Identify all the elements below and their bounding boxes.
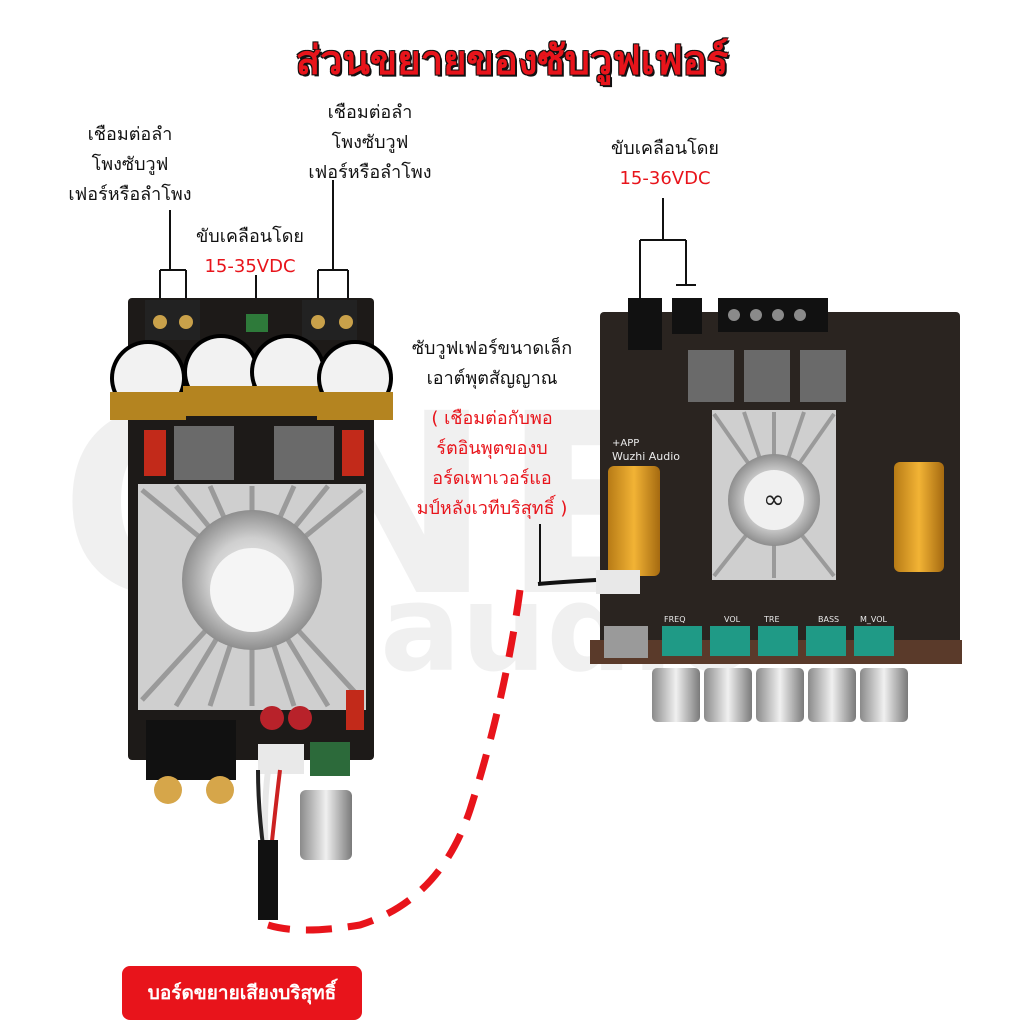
left-speaker-label-1-line: โพงซับวูฟ: [91, 154, 169, 175]
page-title: ส่วนขยายของซับวูฟเฟอร์: [295, 38, 729, 84]
knob-label-m-vol: M_VOL: [860, 615, 888, 624]
footer-badge: บอร์ดขยายเสียงบริสุทธิ์: [122, 966, 362, 1020]
left-power-voltage: 15-35VDC: [204, 256, 296, 277]
right-app-text: +APP: [612, 438, 639, 449]
knob-label-vol: VOL: [724, 615, 741, 624]
right-output-note-line: มป์หลังเวทีบริสุทธิ์ ): [416, 498, 568, 519]
subwoofer-output-wire: [537, 578, 597, 586]
right-output-text: เอาต์พุตสัญญาณ: [426, 368, 558, 389]
left-speaker-label-1-line: เฟอร์หรือลำโพง: [68, 184, 192, 205]
right-output-label: ซับวูฟเฟอร์ขนาดเล็ก เอาต์พุตสัญญาณ: [392, 334, 592, 394]
right-output-text: ซับวูฟเฟอร์ขนาดเล็ก: [411, 338, 573, 359]
svg-text:∞: ∞: [763, 485, 785, 515]
right-output-note-line: ร์ตอินพุตของบ: [436, 438, 548, 459]
right-callout-lines: [639, 198, 696, 300]
left-speaker-label-2-line: เชือมต่อลำ: [327, 102, 413, 123]
right-output-note-line: ( เชือมต่อกับพอ: [431, 408, 553, 429]
left-power-text: ขับเคลือนโดย: [196, 226, 304, 247]
left-amplifier-board: [110, 298, 393, 920]
left-speaker-label-1: เชือมต่อลำ โพงซับวูฟ เฟอร์หรือลำโพง: [40, 120, 220, 210]
knob-label-tre: TRE: [763, 615, 780, 624]
knob-label-freq: FREQ: [664, 615, 686, 624]
left-speaker-label-2-line: โพงซับวูฟ: [331, 132, 409, 153]
right-power-voltage: 15-36VDC: [619, 168, 711, 189]
right-output-note-line: อร์ดเพาเวอร์แอ: [432, 468, 552, 489]
right-subwoofer-board: ∞ +APP Wuzhi Audio FREQ VOL TRE BA: [590, 298, 962, 722]
left-speaker-label-1-line: เชือมต่อลำ: [87, 124, 173, 145]
knob-label-bass: BASS: [818, 615, 839, 624]
left-power-label: ขับเคลือนโดย 15-35VDC: [170, 222, 330, 282]
connection-dashed-line: [266, 589, 524, 934]
right-power-label: ขับเคลือนโดย 15-36VDC: [580, 134, 750, 194]
left-callout-lines: [159, 180, 349, 318]
right-power-text: ขับเคลือนโดย: [611, 138, 719, 159]
right-brand-text: Wuzhi Audio: [612, 450, 680, 463]
right-output-note: ( เชือมต่อกับพอ ร์ตอินพุตของบ อร์ดเพาเวอ…: [392, 404, 592, 524]
left-speaker-label-2-line: เฟอร์หรือลำโพง: [308, 162, 432, 183]
left-speaker-label-2: เชือมต่อลำ โพงซับวูฟ เฟอร์หรือลำโพง: [280, 98, 460, 188]
